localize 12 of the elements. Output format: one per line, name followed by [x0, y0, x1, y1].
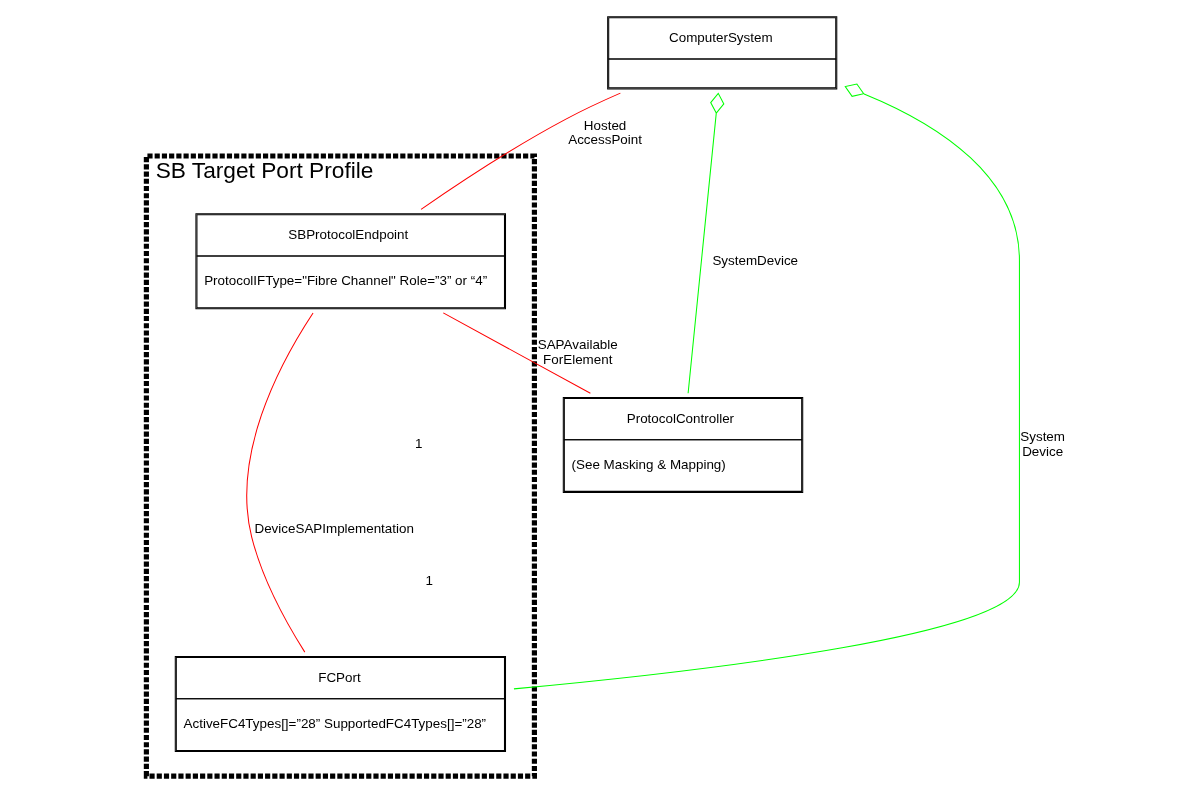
connector	[246, 312, 314, 653]
connector	[420, 92, 621, 210]
edge-label: Hosted AccessPoint	[568, 117, 642, 148]
label: 1	[425, 572, 433, 588]
connector	[513, 83, 1020, 690]
edge-label: SAPAvailable ForElement	[537, 337, 618, 367]
edge-label: System Device	[1020, 429, 1065, 459]
connector	[442, 312, 591, 394]
connector	[687, 92, 725, 394]
edge-label: DeviceSAPImplementation	[254, 521, 414, 537]
label: 1	[415, 436, 423, 452]
edge-label: SystemDevice	[712, 252, 799, 268]
